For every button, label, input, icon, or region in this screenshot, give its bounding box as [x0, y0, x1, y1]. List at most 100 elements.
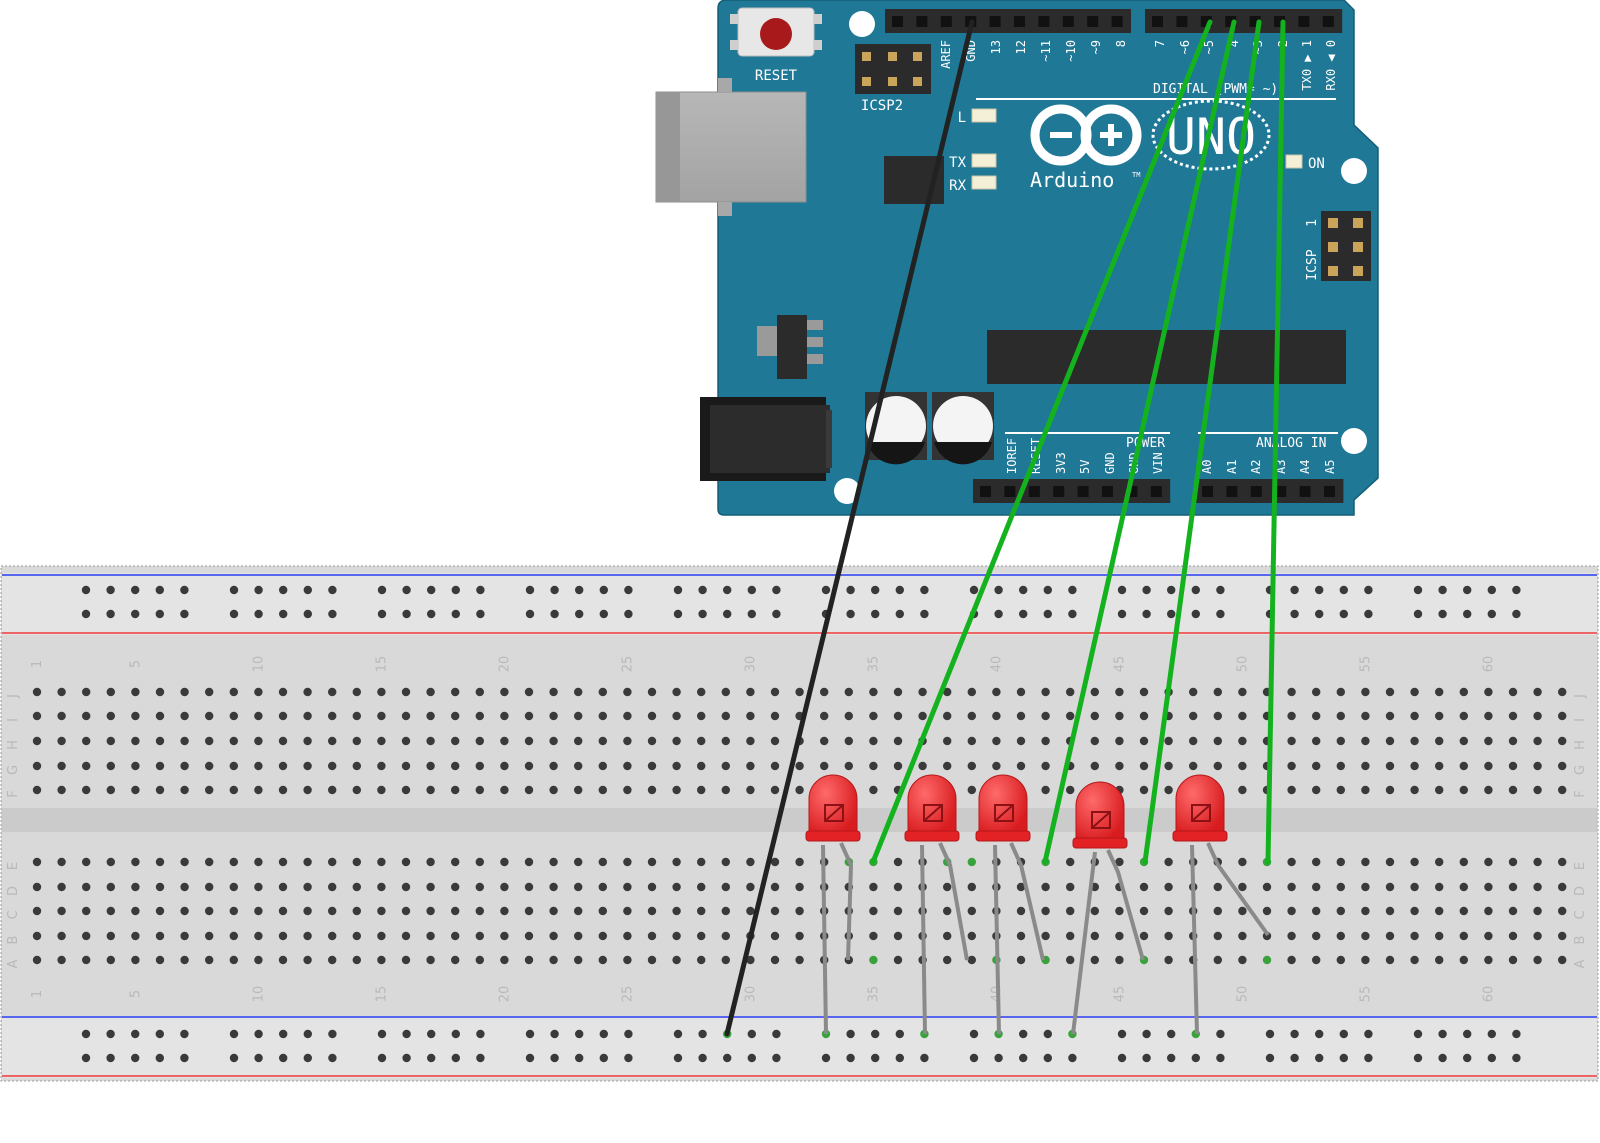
breadboard-hole [869, 906, 878, 916]
breadboard-hole [746, 711, 755, 721]
breadboard-hole [1066, 931, 1075, 941]
column-number: 5 [128, 990, 143, 998]
digital-pin-label: RX0 ◀ 0 [1324, 40, 1338, 91]
breadboard-hole [106, 711, 116, 721]
rail-hole [279, 1053, 288, 1063]
signal-wire-pin-3[interactable] [1265, 19, 1286, 865]
breadboard-hole [967, 736, 976, 746]
rail-hole [81, 609, 91, 619]
analog-pin-label: A2 [1249, 460, 1263, 474]
breadboard-hole [1336, 687, 1346, 697]
column-number: 45 [1112, 656, 1127, 673]
rail-hole [229, 1029, 239, 1039]
gnd-wire[interactable] [724, 19, 975, 1037]
header-socket [1062, 16, 1074, 27]
header-socket [1014, 16, 1025, 27]
breadboard-hole [180, 736, 189, 746]
rail-hole [994, 609, 1003, 619]
breadboard-hole [1090, 736, 1100, 746]
breadboard-hole [1336, 711, 1346, 721]
breadboard-hole [1090, 955, 1100, 965]
rail-hole [1364, 609, 1373, 619]
led-anode-leg [1106, 849, 1145, 961]
icsp-pin [1353, 242, 1363, 252]
breadboard-hole [943, 882, 952, 892]
breadboard-hole [1262, 882, 1272, 892]
rail-hole [1487, 1053, 1497, 1063]
led-cathode-leg [1190, 844, 1199, 1035]
breadboard-hole [1385, 882, 1395, 892]
breadboard-hole [844, 736, 853, 746]
rail-hole [328, 585, 337, 595]
breadboard: 1155101015152020252530303535404045455050… [0, 565, 1599, 1082]
rail-hole [1191, 609, 1201, 619]
breadboard-hole [205, 882, 214, 892]
header-socket [916, 16, 928, 27]
breadboard-hole [1435, 906, 1444, 916]
breadboard-hole [303, 931, 312, 941]
breadboard-hole [131, 882, 140, 892]
rail-hole [131, 585, 140, 595]
breadboard-hole [943, 931, 952, 941]
breadboard-hole [254, 761, 263, 771]
breadboard-hole [328, 785, 337, 795]
header-socket [940, 16, 952, 27]
red-led[interactable] [975, 774, 1045, 1035]
rail-hole [1438, 585, 1447, 595]
breadboard-hole [770, 857, 780, 867]
breadboard-hole [574, 882, 583, 892]
header-socket [1004, 486, 1016, 497]
rail-hole [1364, 1053, 1373, 1063]
breadboard-hole [1459, 931, 1469, 941]
rail-hole [377, 609, 387, 619]
signal-wire-pin-5[interactable] [1042, 19, 1237, 865]
breadboard-hole [893, 736, 903, 746]
tx-label: TX [949, 155, 966, 171]
rail-hole [895, 609, 904, 619]
column-number: 30 [743, 986, 758, 1003]
breadboard-hole [524, 785, 534, 795]
usb-b-port [655, 78, 807, 216]
breadboard-hole [1016, 736, 1026, 746]
breadboard-hole [352, 736, 361, 746]
rail-hole [599, 1029, 608, 1039]
breadboard-hole [500, 857, 509, 867]
breadboard-hole [205, 931, 214, 941]
rail-hole [155, 1053, 164, 1063]
power-pin-label: 5V [1078, 460, 1092, 474]
breadboard-hole [992, 711, 1001, 721]
breadboard-hole [869, 785, 878, 795]
led-body [808, 774, 858, 838]
breadboard-hole [672, 857, 681, 867]
signal-wire-pin-6[interactable] [870, 19, 1213, 865]
rail-hole [1339, 1029, 1349, 1039]
red-led[interactable] [904, 774, 969, 1035]
breadboard-hole [598, 955, 607, 965]
red-led[interactable] [1071, 781, 1145, 1035]
rail-hole [920, 1053, 929, 1063]
signal-wire-pin-4[interactable] [1142, 19, 1262, 865]
red-led[interactable] [805, 774, 861, 1035]
breadboard-hole [844, 711, 853, 721]
breadboard-hole [549, 955, 558, 965]
breadboard-hole [1484, 785, 1493, 795]
breadboard-hole [721, 711, 730, 721]
breadboard-hole [1533, 711, 1542, 721]
red-led[interactable] [1172, 774, 1270, 1035]
breadboard-hole [721, 882, 730, 892]
breadboard-hole [1287, 882, 1296, 892]
breadboard-hole [1041, 687, 1050, 697]
on-label: ON [1308, 156, 1325, 172]
rail-hole [747, 1053, 756, 1063]
breadboard-hole [574, 906, 583, 916]
breadboard-hole [32, 711, 42, 721]
rail-hole [451, 609, 460, 619]
rail-hole [1487, 609, 1497, 619]
breadboard-hole [82, 882, 91, 892]
breadboard-hole [426, 857, 435, 867]
breadboard-hole [254, 785, 263, 795]
rail-hole [1167, 1053, 1176, 1063]
digital-pin-label: TX0 ▶ 1 [1300, 40, 1314, 91]
breadboard-hole [180, 761, 189, 771]
breadboard-hole [524, 882, 534, 892]
